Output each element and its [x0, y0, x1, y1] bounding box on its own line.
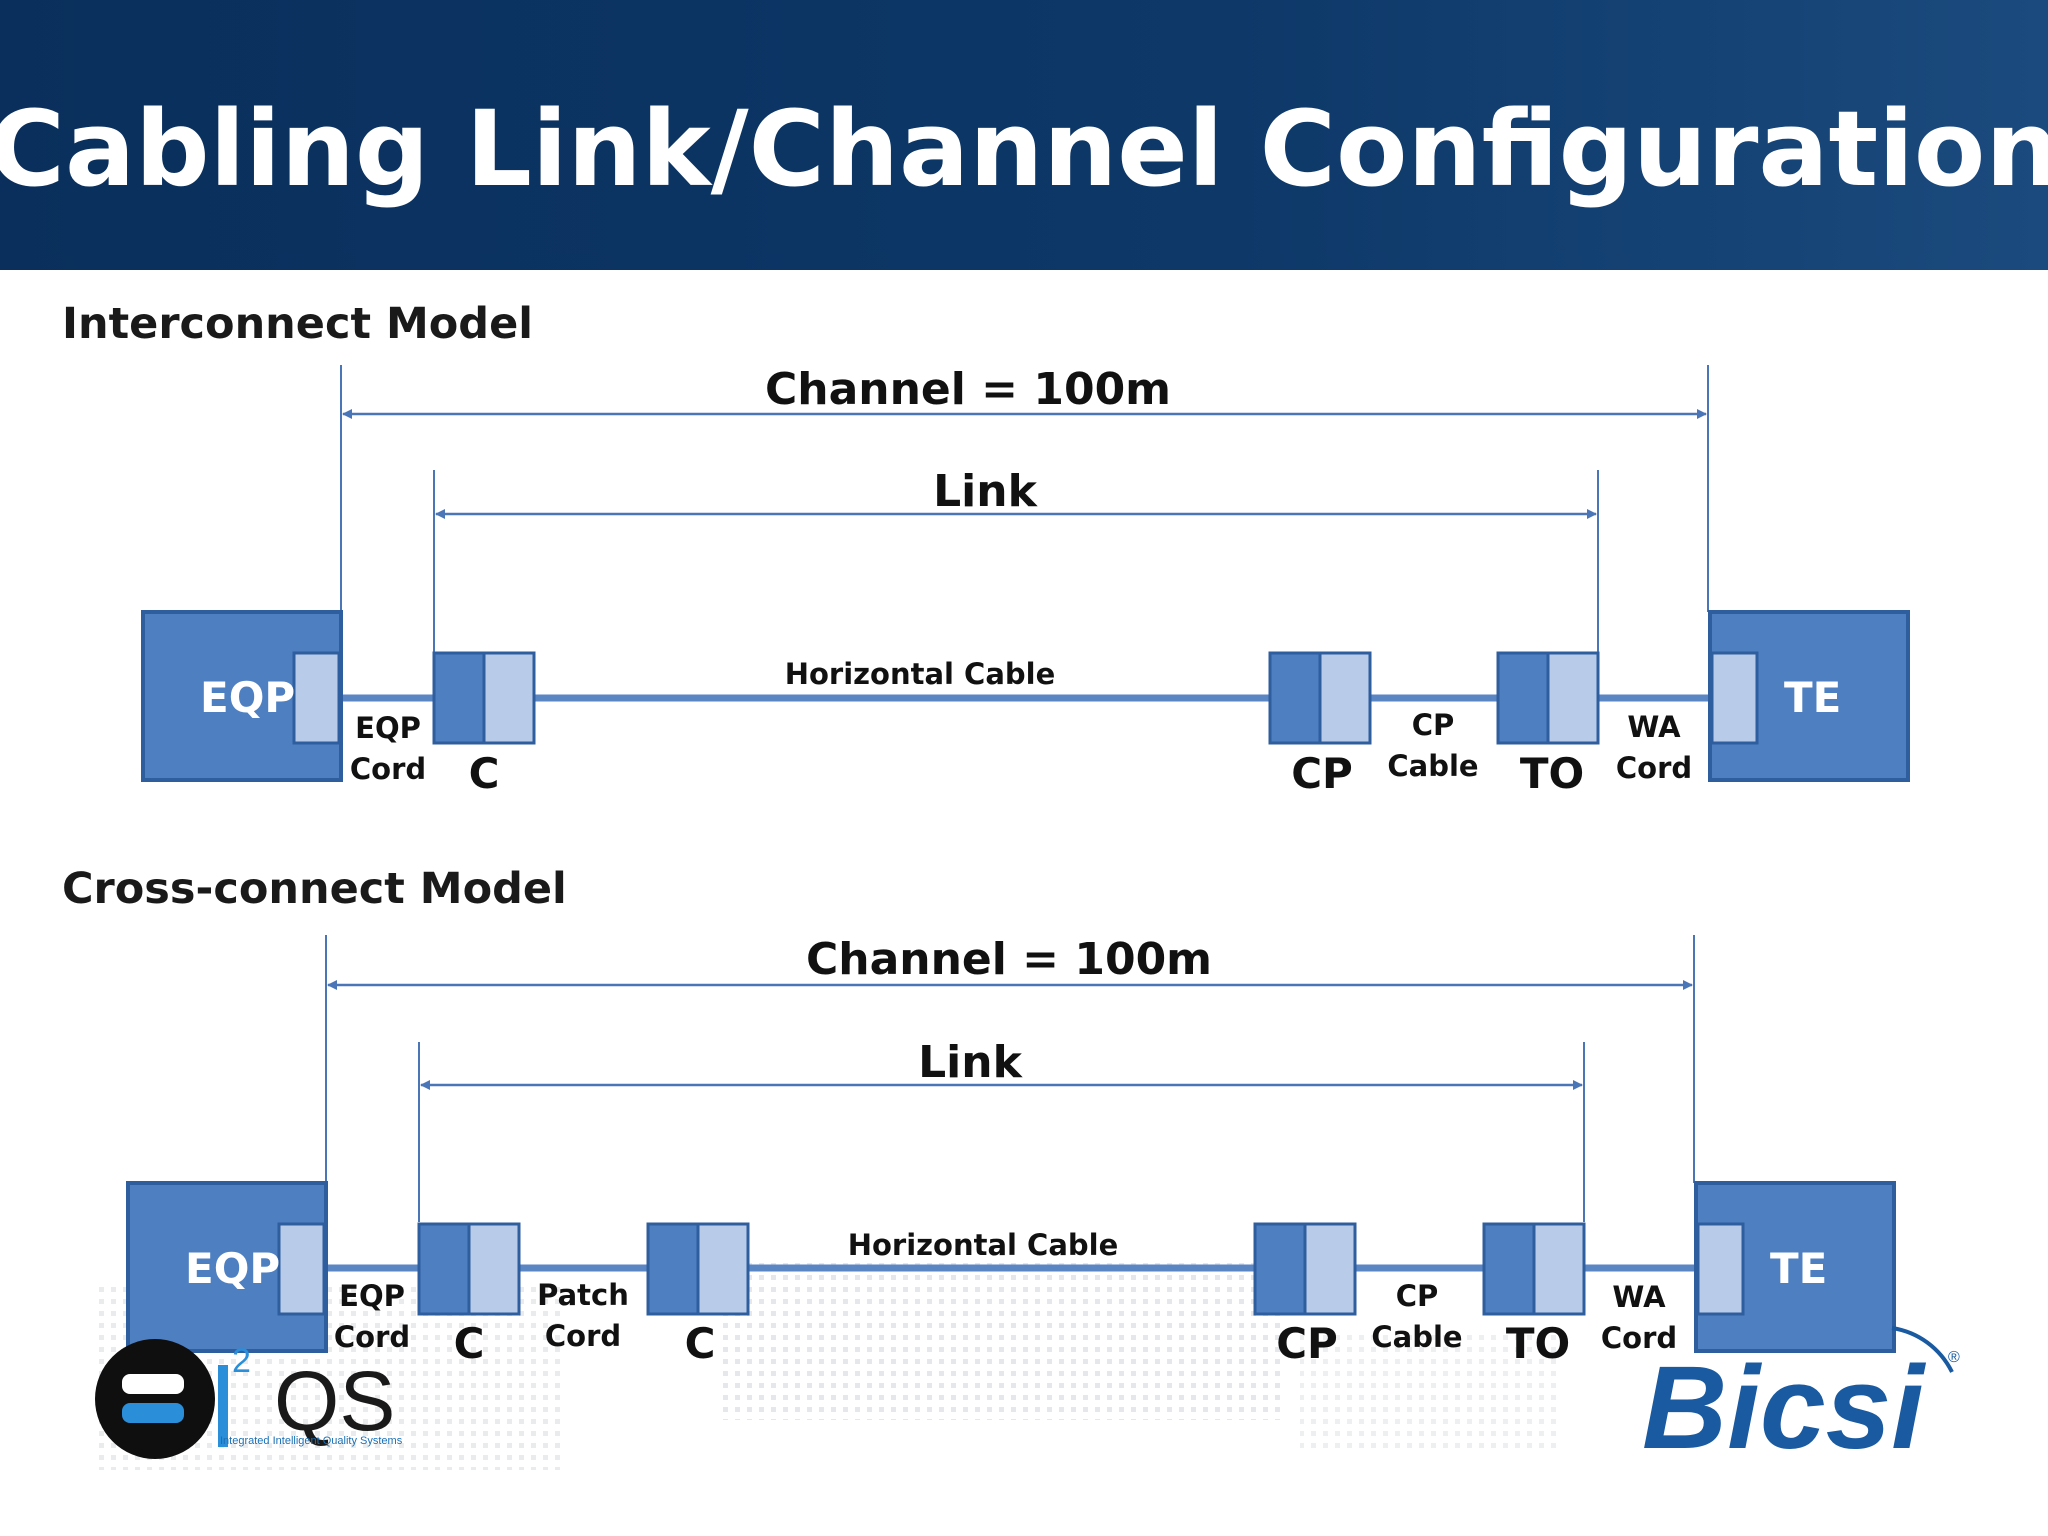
c2-label: C [685, 1319, 716, 1368]
cp-cable-label-2: Cable [1387, 749, 1478, 783]
cp-connector [1253, 1222, 1357, 1316]
header-banner [0, 0, 2048, 270]
bicsi-logo: Bicsi ® [1642, 1326, 1960, 1474]
link-label: Link [918, 1037, 1023, 1088]
patch-cord-label-2: Cord [545, 1319, 621, 1353]
to-label: TO [1520, 749, 1584, 798]
te-port [1710, 651, 1759, 745]
c-connector-1 [417, 1222, 521, 1316]
link-label: Link [933, 466, 1038, 517]
to-connector [1482, 1222, 1586, 1316]
cp-cable-label-1: CP [1412, 708, 1455, 742]
channel-label: Channel = 100m [765, 364, 1171, 415]
eqp-label: EQP [200, 673, 295, 722]
bicsi-swoosh [1891, 1326, 1954, 1373]
wa-cord-label-2: Cord [1616, 751, 1692, 785]
te-port [1696, 1222, 1745, 1316]
page-title: Cabling Link/Channel Configuration [0, 88, 2048, 210]
interconnect-heading: Interconnect Model [62, 299, 533, 349]
cp-label: CP [1291, 749, 1353, 798]
te-label: TE [1770, 1244, 1827, 1293]
wa-cord-label-2: Cord [1601, 1321, 1677, 1355]
horizontal-cable-label: Horizontal Cable [848, 1228, 1119, 1262]
c-connector [432, 651, 536, 745]
crossconnect-heading: Cross-connect Model [62, 864, 567, 914]
cp-cable-label-1: CP [1396, 1279, 1439, 1313]
interconnect-model: Interconnect Model Channel = 100m Link E… [62, 299, 1910, 798]
eqp-cord-label-2: Cord [334, 1320, 410, 1354]
bicsi-wordmark: Bicsi [1642, 1342, 1926, 1474]
to-label: TO [1506, 1319, 1570, 1368]
eqp-cord-label-1: EQP [339, 1279, 405, 1313]
cp-label: CP [1276, 1319, 1338, 1368]
eqp-cord-label-1: EQP [355, 711, 421, 745]
cp-connector [1268, 651, 1372, 745]
c1-label: C [454, 1319, 485, 1368]
cp-cable-label-2: Cable [1371, 1320, 1462, 1354]
i2qs-tagline: Integrated Intelligent Quality Systems [220, 1435, 403, 1447]
eqp-label: EQP [185, 1244, 280, 1293]
horizontal-cable-label: Horizontal Cable [785, 657, 1056, 691]
to-connector [1496, 651, 1600, 745]
bicsi-registered: ® [1948, 1349, 1960, 1366]
eqp-port [277, 1222, 326, 1316]
crossconnect-model: Cross-connect Model Channel = 100m Link … [62, 864, 1896, 1368]
patch-cord-label-1: Patch [537, 1278, 629, 1312]
eqp-cord-label-2: Cord [350, 752, 426, 786]
c-label: C [469, 749, 500, 798]
i2qs-main: QS [274, 1354, 395, 1448]
eqp-port [292, 651, 341, 745]
channel-label: Channel = 100m [806, 934, 1212, 985]
te-label: TE [1784, 673, 1841, 722]
wa-cord-label-1: WA [1627, 710, 1681, 744]
i2qs-superscript: 2 [232, 1342, 251, 1380]
c-connector-2 [646, 1222, 750, 1316]
wa-cord-label-1: WA [1612, 1280, 1666, 1314]
i2qs-logo: 2 QS Integrated Intelligent Quality Syst… [95, 1339, 403, 1459]
